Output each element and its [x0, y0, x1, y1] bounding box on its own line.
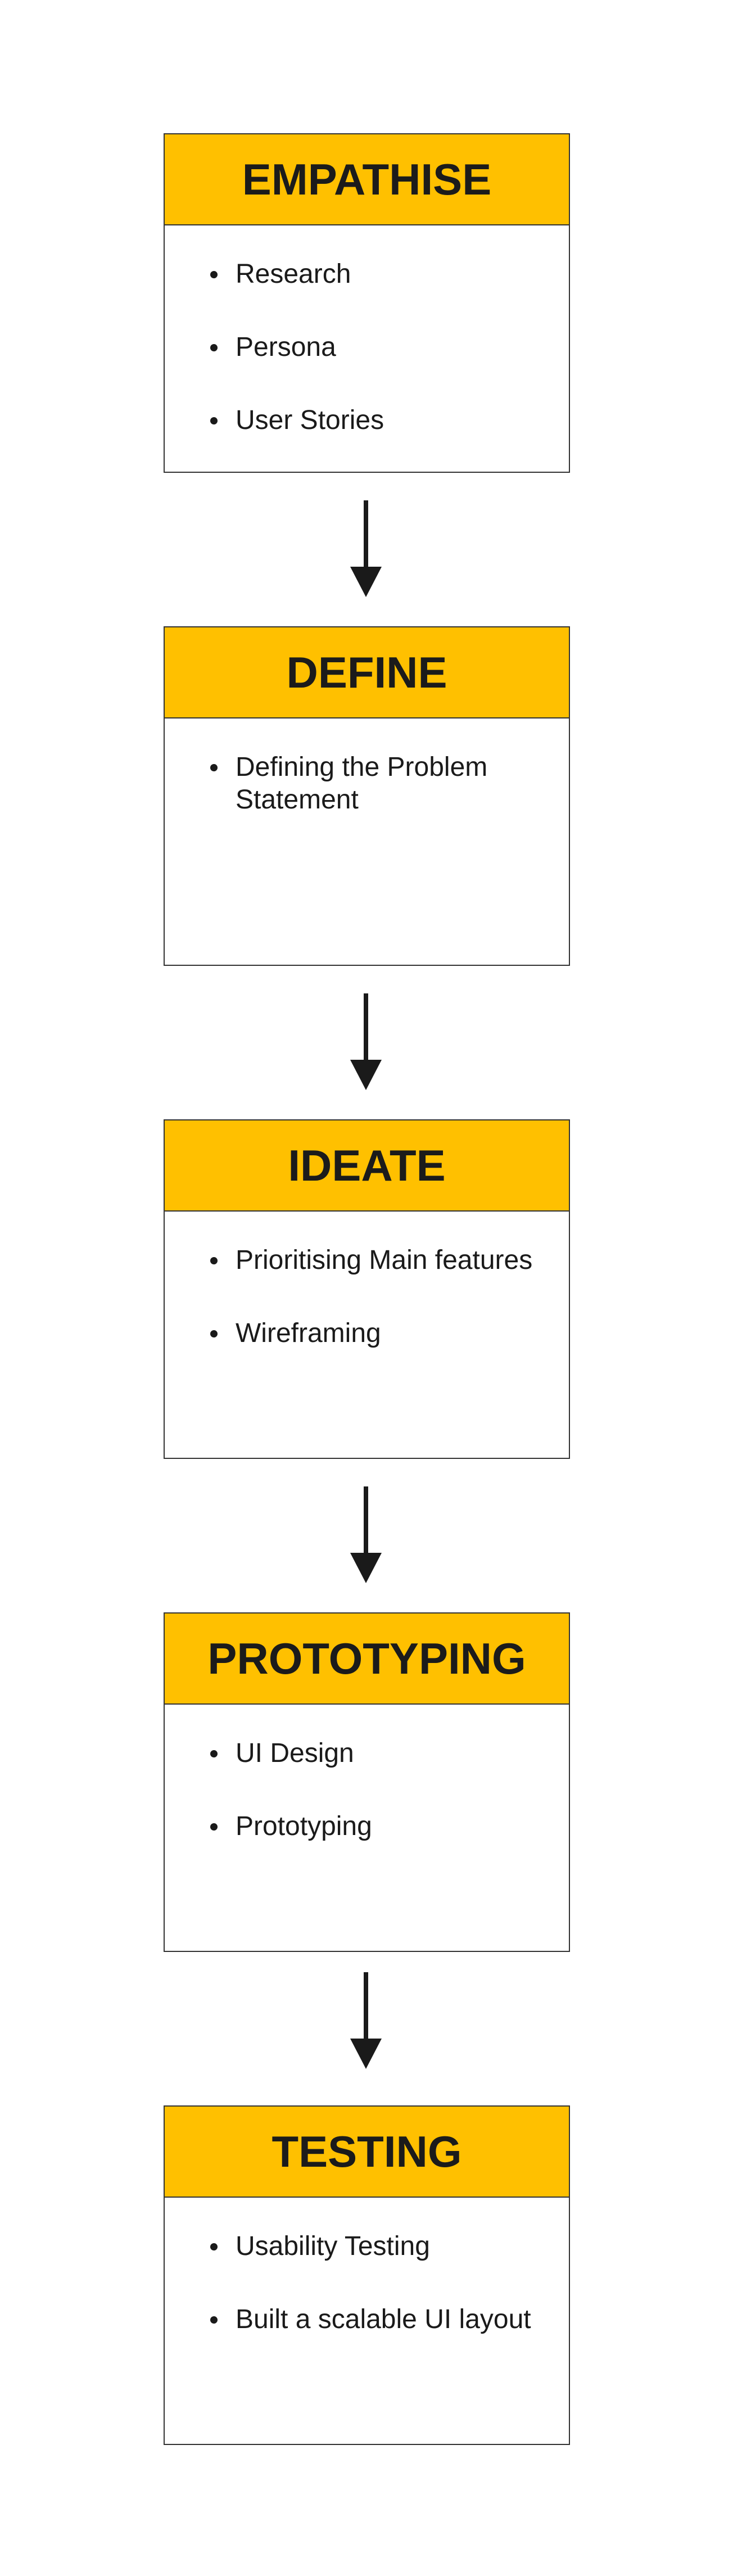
stage-item-text: Prioritising Main features	[236, 1245, 533, 1275]
stage-header: PROTOTYPING	[165, 1614, 569, 1705]
stage-body: Defining the Problem Statement	[165, 718, 569, 816]
stage-item-text: UI Design	[236, 1738, 354, 1768]
stage-item: Usability Testing	[210, 2230, 546, 2263]
stage-item-list: Research Persona User Stories	[210, 258, 546, 437]
stage-item-text: Usability Testing	[236, 2231, 430, 2261]
stage-item: Defining the Problem Statement	[210, 751, 546, 816]
stage-item: Research	[210, 258, 546, 291]
stage-header: IDEATE	[165, 1120, 569, 1212]
bullet-dot	[210, 344, 218, 351]
stage-item: Persona	[210, 331, 546, 364]
bullet-dot	[210, 417, 218, 424]
stage-header: EMPATHISE	[165, 134, 569, 225]
down-arrow-icon	[350, 993, 382, 1090]
stage-body: Usability Testing Built a scalable UI la…	[165, 2198, 569, 2336]
stage-item-list: UI Design Prototyping	[210, 1737, 546, 1843]
stage-item-text: Prototyping	[236, 1811, 372, 1841]
bullet-dot	[210, 2316, 218, 2324]
stage-body: UI Design Prototyping	[165, 1705, 569, 1843]
stage-item-text: Persona	[236, 332, 336, 362]
bullet-dot	[210, 1823, 218, 1831]
bullet-dot	[210, 1750, 218, 1757]
stage-title: PROTOTYPING	[207, 1633, 526, 1683]
bullet-dot	[210, 271, 218, 278]
stage-body: Research Persona User Stories	[165, 225, 569, 437]
stage-item: Prototyping	[210, 1810, 546, 1843]
stage-item-list: Defining the Problem Statement	[210, 751, 546, 816]
bullet-dot	[210, 1330, 218, 1337]
stage-item-text: Wireframing	[236, 1318, 381, 1348]
stage-header: TESTING	[165, 2107, 569, 2198]
stage-ideate: IDEATE Prioritising Main features Wirefr…	[164, 1119, 570, 1459]
stage-item-text: Research	[236, 259, 351, 289]
stage-item: UI Design	[210, 1737, 546, 1770]
stage-body: Prioritising Main features Wireframing	[165, 1212, 569, 1350]
stage-title: DEFINE	[286, 647, 447, 697]
stage-item: Prioritising Main features	[210, 1244, 546, 1277]
stage-header: DEFINE	[165, 627, 569, 718]
bullet-dot	[210, 1257, 218, 1264]
stage-item-text: Built a scalable UI layout	[236, 2304, 531, 2334]
down-arrow-icon	[350, 1972, 382, 2069]
stage-empathise: EMPATHISE Research Persona User Stories	[164, 133, 570, 473]
stage-item-list: Prioritising Main features Wireframing	[210, 1244, 546, 1350]
stage-title: EMPATHISE	[242, 154, 492, 204]
stage-item-text: Defining the Problem Statement	[236, 752, 488, 815]
stage-item-list: Usability Testing Built a scalable UI la…	[210, 2230, 546, 2336]
stage-item: Wireframing	[210, 1317, 546, 1350]
bullet-dot	[210, 764, 218, 771]
down-arrow-icon	[350, 1486, 382, 1583]
stage-item: User Stories	[210, 404, 546, 437]
stage-prototyping: PROTOTYPING UI Design Prototyping	[164, 1612, 570, 1952]
stage-define: DEFINE Defining the Problem Statement	[164, 626, 570, 966]
stage-testing: TESTING Usability Testing Built a scalab…	[164, 2105, 570, 2445]
stage-item: Built a scalable UI layout	[210, 2303, 546, 2336]
bullet-dot	[210, 2243, 218, 2250]
stage-title: IDEATE	[288, 1140, 446, 1190]
stage-item-text: User Stories	[236, 405, 384, 435]
stage-title: TESTING	[272, 2126, 462, 2176]
down-arrow-icon	[350, 500, 382, 597]
